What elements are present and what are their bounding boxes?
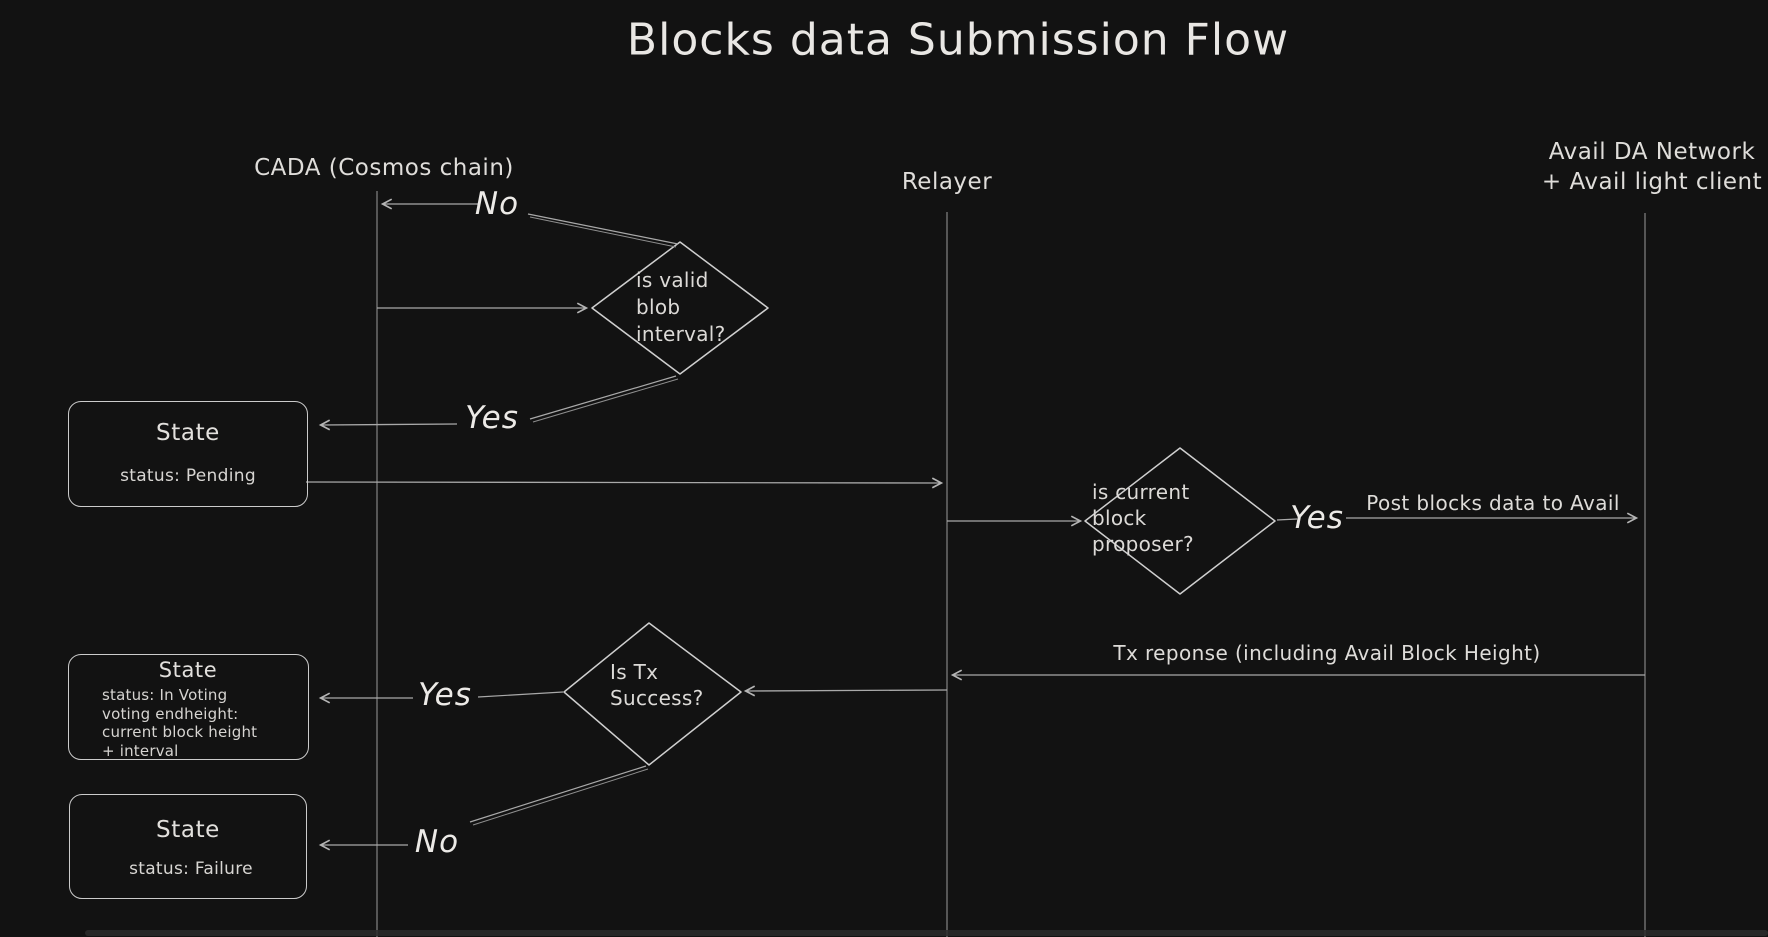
actor-label-avail-line1: Avail DA Network <box>1548 139 1756 165</box>
actor-label-avail-line2: + Avail light client <box>1541 169 1763 195</box>
edge-tx-no-diagonal <box>469 765 647 823</box>
diagram-title: Blocks data Submission Flow <box>626 14 1290 66</box>
tx-success-diamond <box>563 622 742 766</box>
state-failure-title: State <box>156 817 220 843</box>
edge-pending-to-relayer <box>305 477 944 489</box>
tx-no-label: No <box>414 824 460 860</box>
state-pending-box: State status: Pending <box>68 401 308 507</box>
tx-response-label: Tx reponse (including Avail Block Height… <box>1113 641 1541 665</box>
state-pending-title: State <box>156 420 220 446</box>
edge-proposer-yes-stub <box>1276 518 1298 521</box>
tx-success-diamond-label: Is Tx Success? <box>610 659 704 711</box>
state-in-voting-line3: current block height <box>102 723 258 741</box>
state-in-voting-line4: + interval <box>102 741 179 760</box>
edge-relayer-to-tx-diamond <box>743 685 948 697</box>
actor-label-cada: CADA (Cosmos chain) <box>254 155 514 181</box>
blob-interval-diamond-label: is valid blob interval? <box>636 267 726 348</box>
state-in-voting-line1: status: In Voting <box>102 686 228 704</box>
blob-interval-line2: blob <box>636 295 681 319</box>
blob-yes-label: Yes <box>465 400 519 436</box>
state-in-voting-details: status: In Voting voting endheight: curr… <box>102 686 257 760</box>
blob-no-label: No <box>474 186 520 222</box>
block-proposer-line1: is current <box>1092 480 1190 504</box>
block-proposer-line2: block <box>1092 506 1147 530</box>
blob-interval-line1: is valid <box>636 268 709 292</box>
edge-blob-yes-diagonal <box>529 375 677 420</box>
block-proposer-diamond <box>1084 447 1276 595</box>
state-pending-status: status: Pending <box>120 466 256 486</box>
edge-blob-yes-arrow <box>318 419 458 431</box>
tx-success-line2: Success? <box>610 686 704 710</box>
state-in-voting-title: State <box>158 658 218 682</box>
actor-label-relayer: Relayer <box>901 169 993 195</box>
edge-tx-no-diagonal-sketch <box>472 768 649 826</box>
proposer-yes-label: Yes <box>1290 500 1344 536</box>
tx-success-line1: Is Tx <box>610 660 659 684</box>
edge-blob-yes-diagonal-sketch <box>532 378 679 423</box>
blob-interval-line3: interval? <box>636 322 726 346</box>
edge-tx-yes-stub <box>477 691 564 698</box>
blob-interval-diamond <box>591 241 769 375</box>
block-proposer-line3: proposer? <box>1092 532 1194 556</box>
state-in-voting-line2: voting endheight: <box>102 704 239 723</box>
state-failure-box: State status: Failure <box>69 794 307 899</box>
state-failure-status: status: Failure <box>129 859 253 879</box>
post-blocks-label: Post blocks data to Avail <box>1366 491 1620 515</box>
edge-blob-no-diagonal <box>527 213 679 245</box>
horizontal-scrollbar[interactable] <box>85 930 1768 936</box>
block-proposer-diamond-label: is current block proposer? <box>1092 479 1194 557</box>
actor-label-avail: Avail DA Network + Avail light client <box>1542 137 1762 197</box>
tx-yes-label: Yes <box>418 677 472 713</box>
state-in-voting-box: State status: In Voting voting endheight… <box>68 654 309 760</box>
edge-blob-no-diagonal-sketch <box>529 216 677 248</box>
